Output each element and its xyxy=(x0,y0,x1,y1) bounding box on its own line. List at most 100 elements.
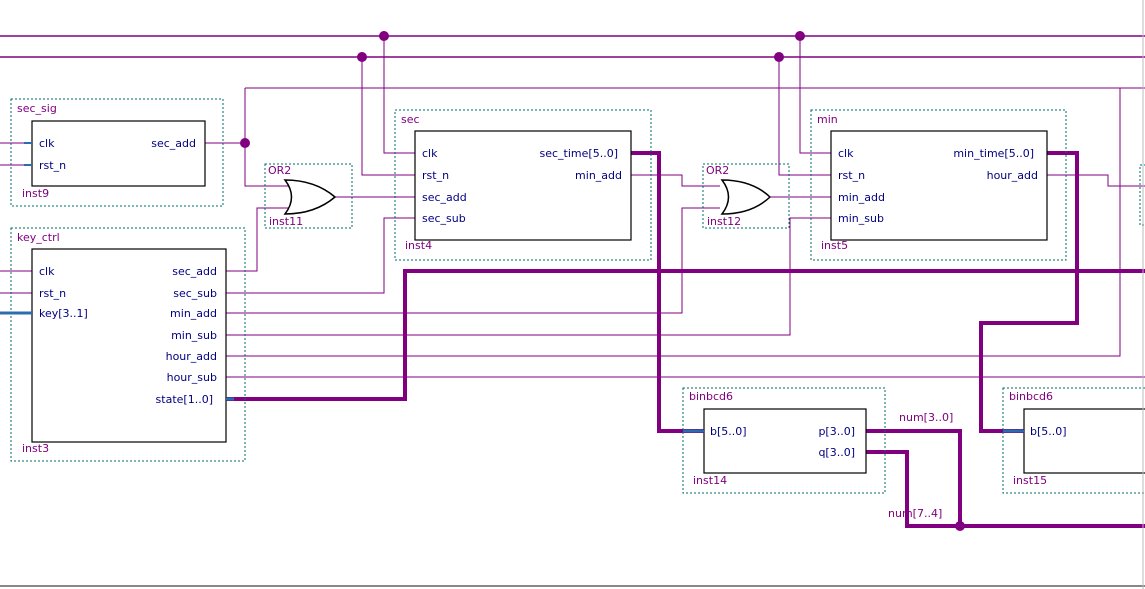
inst-frame xyxy=(1002,387,1145,494)
port-sec-time: sec_time[5..0] xyxy=(540,147,618,160)
wire-min-houradd xyxy=(1047,174,1145,187)
inst-frame xyxy=(810,109,1067,261)
wire-key-minsub xyxy=(226,217,835,336)
block-title: sec_sig xyxy=(17,102,57,115)
junctions xyxy=(240,31,965,531)
port-sec-add: sec_add xyxy=(172,265,217,278)
port-rst-n: rst_n xyxy=(422,169,449,182)
bus-state xyxy=(226,269,1145,401)
net-label-num-high: num[7..4] xyxy=(888,507,942,520)
inst-frame xyxy=(10,227,246,462)
port-b: b[5..0] xyxy=(1030,425,1067,438)
inst-label: inst11 xyxy=(269,215,303,228)
port-hour-sub: hour_sub xyxy=(167,371,217,384)
port-min-time: min_time[5..0] xyxy=(953,147,1034,160)
port-q: q[3..0] xyxy=(818,446,855,459)
block-body xyxy=(31,120,206,187)
wire-key-secadd xyxy=(226,207,290,272)
port-sec-add: sec_add xyxy=(422,191,467,204)
block-title: OR2 xyxy=(706,164,729,177)
wire-sec-clk xyxy=(383,36,420,154)
inst-label: inst9 xyxy=(22,187,49,200)
port-min-sub: min_sub xyxy=(171,329,217,342)
inst-label: inst3 xyxy=(22,442,49,455)
junction-dot xyxy=(240,138,250,148)
wire-secsig-up xyxy=(205,88,246,144)
or-gate-symbol xyxy=(720,179,772,215)
thin-wires xyxy=(0,36,1145,378)
inst-label: inst4 xyxy=(405,239,432,252)
port-sec-sub: sec_sub xyxy=(422,212,466,225)
bus-min-time xyxy=(979,151,1079,433)
port-rst-n: rst_n xyxy=(838,169,865,182)
port-clk: clk xyxy=(422,147,438,160)
port-rst-n: rst_n xyxy=(39,159,66,172)
inst-frame xyxy=(264,163,353,229)
block-body xyxy=(703,408,867,474)
port-key: key[3..1] xyxy=(39,307,88,320)
block-body xyxy=(31,248,227,443)
block-body xyxy=(1023,408,1145,474)
junction-dot xyxy=(955,521,965,531)
block-title: binbcd6 xyxy=(689,390,733,403)
block-body xyxy=(414,130,632,241)
port-hour-add: hour_add xyxy=(166,350,217,363)
global-wires xyxy=(0,35,1145,58)
inst-label: inst12 xyxy=(707,215,741,228)
wire-min-clk xyxy=(799,36,835,154)
port-rst-n: rst_n xyxy=(39,287,66,300)
inst-label: inst5 xyxy=(821,239,848,252)
inst-frame xyxy=(682,387,886,494)
block-key-ctrl[interactable]: key_ctrl clk rst_n key[3..1] sec_add sec… xyxy=(0,227,246,462)
port-clk: clk xyxy=(838,147,854,160)
port-hour-add: hour_add xyxy=(987,169,1038,182)
junction-dot xyxy=(795,31,805,41)
bus-num-low xyxy=(866,429,962,526)
port-sec-add: sec_add xyxy=(151,137,196,150)
block-title: key_ctrl xyxy=(17,231,60,244)
wire-key-minadd xyxy=(226,207,720,314)
block-body xyxy=(830,130,1048,241)
wire-key-secsub xyxy=(226,217,420,294)
inst-label: inst14 xyxy=(693,474,727,487)
block-sec-sig[interactable]: sec_sig clk rst_n sec_add inst9 xyxy=(10,98,224,207)
inst-frame xyxy=(394,109,652,261)
wire-sec-rst xyxy=(361,57,420,176)
junction-dot xyxy=(357,52,367,62)
bus-wires xyxy=(226,151,1145,528)
port-clk: clk xyxy=(39,265,55,278)
port-min-sub: min_sub xyxy=(838,212,884,225)
port-p: p[3..0] xyxy=(818,425,855,438)
port-b: b[5..0] xyxy=(710,425,747,438)
or-gate-symbol xyxy=(283,179,337,215)
wire-sec-minadd xyxy=(631,174,720,187)
gate-or-inst11[interactable]: OR2 inst11 xyxy=(264,163,353,229)
block-title: sec xyxy=(401,113,420,126)
port-min-add: min_add xyxy=(838,191,885,204)
inst-frame xyxy=(10,98,224,207)
port-clk: clk xyxy=(39,137,55,150)
port-state: state[1..0] xyxy=(156,393,213,406)
wire-secsig-or xyxy=(244,143,290,187)
block-binbcd6-inst14[interactable]: binbcd6 b[5..0] p[3..0] q[3..0] inst14 xyxy=(682,387,886,494)
junction-dot xyxy=(774,52,784,62)
wire-key-houradd xyxy=(226,88,1121,357)
block-title: OR2 xyxy=(268,164,291,177)
block-binbcd6-inst15[interactable]: binbcd6 b[5..0] inst15 xyxy=(1002,387,1145,494)
inst-frame xyxy=(702,163,790,229)
offscreen-block-frame xyxy=(1139,164,1145,226)
block-min[interactable]: min clk rst_n min_add min_sub min_time[5… xyxy=(810,109,1067,261)
wire-min-rst xyxy=(778,57,835,176)
junction-dot xyxy=(379,31,389,41)
bus-num-high xyxy=(866,450,1145,528)
port-sec-sub: sec_sub xyxy=(173,287,217,300)
block-title: min xyxy=(817,113,838,126)
bus-sec-time xyxy=(631,151,705,433)
block-sec[interactable]: sec clk rst_n sec_add sec_sub sec_time[5… xyxy=(394,109,652,261)
block-title: binbcd6 xyxy=(1009,390,1053,403)
inst-label: inst15 xyxy=(1013,474,1047,487)
gate-or-inst12[interactable]: OR2 inst12 xyxy=(702,163,790,229)
port-min-add: min_add xyxy=(575,169,622,182)
net-label-num-low: num[3..0] xyxy=(899,411,953,424)
